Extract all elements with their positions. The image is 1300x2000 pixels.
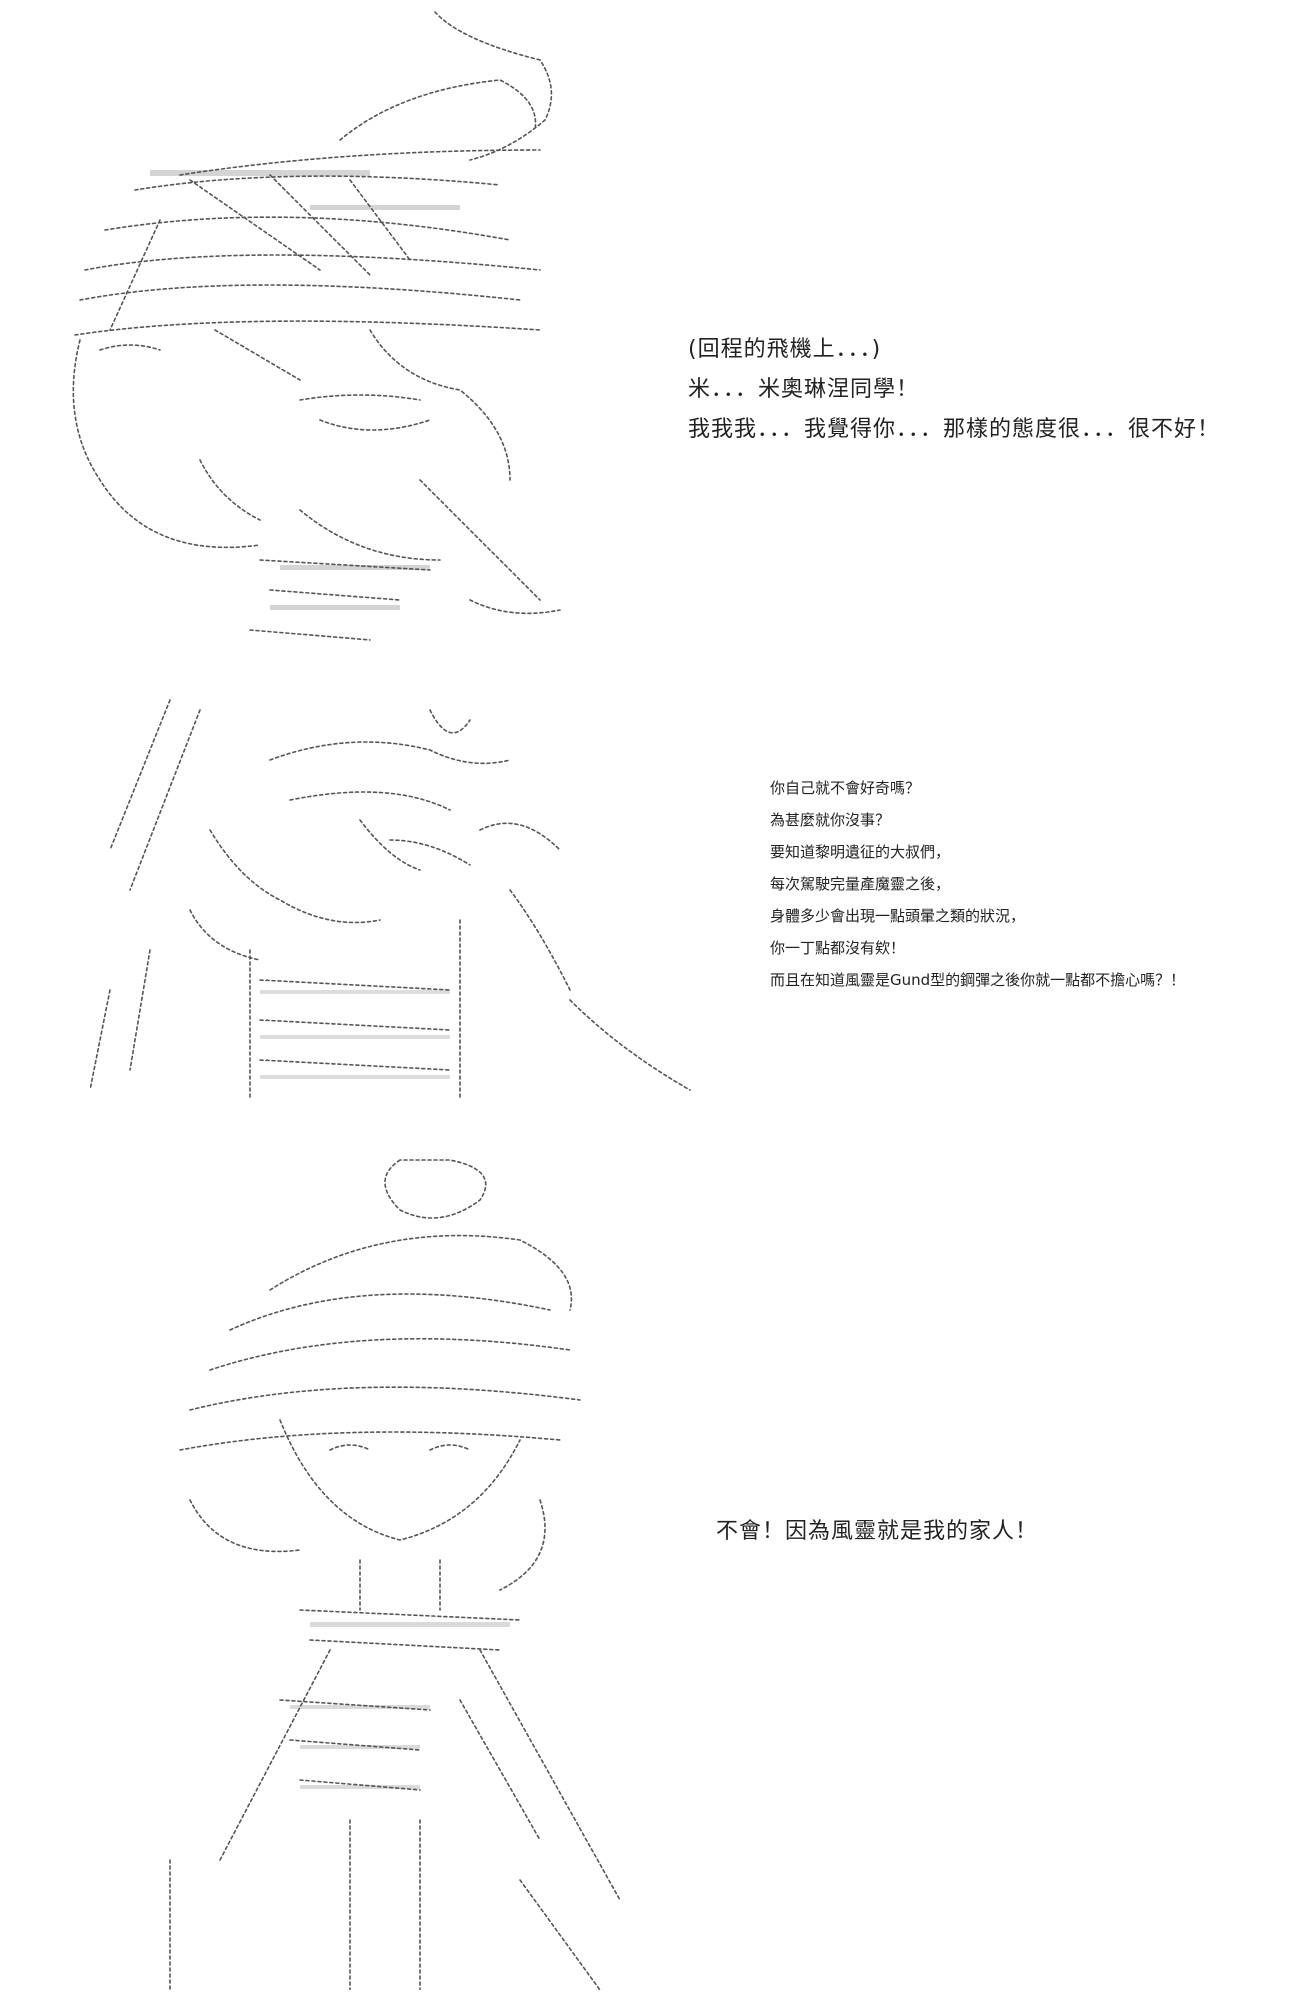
dialogue-box-3: 不會！因為風靈就是我的家人！ <box>716 1512 1276 1552</box>
dialogue-box-1: (回程的飛機上．．．) 米．．．米奧琳涅同學！ 我我我．．．我覺得你．．．那樣的… <box>688 330 1268 450</box>
character-profile-art <box>90 690 710 1100</box>
dialogue-line: 你自己就不會好奇嗎？ <box>770 779 921 797</box>
dialogue-box-2: 你自己就不會好奇嗎？ 為甚麼就你沒事？ 要知道黎明遺征的大叔們， 每次駕駛完量產… <box>770 772 1290 996</box>
dialogue-line: 我我我．．．我覺得你．．．那樣的態度很．．．很不好！ <box>688 417 1221 442</box>
dialogue-line: 米．．．米奧琳涅同學！ <box>688 377 920 402</box>
character-face-closeup-art <box>40 0 600 660</box>
character-profile-illustration <box>90 699 691 1100</box>
character-face-closeup-illustration <box>72 11 561 641</box>
character-full-body-illustration <box>169 1159 621 1990</box>
dialogue-line: 每次駕駛完量產魔靈之後， <box>770 875 951 893</box>
panel-1: (回程的飛機上．．．) 米．．．米奧琳涅同學！ 我我我．．．我覺得你．．．那樣的… <box>0 0 1300 690</box>
dialogue-line: 不會！因為風靈就是我的家人！ <box>716 1519 1039 1544</box>
panel-2: 你自己就不會好奇嗎？ 為甚麼就你沒事？ 要知道黎明遺征的大叔們， 每次駕駛完量產… <box>0 690 1300 1110</box>
dialogue-line: 你一丁點都沒有欸！ <box>770 939 906 957</box>
dialogue-line: 身體多少會出現一點頭暈之類的狀況， <box>770 907 1026 925</box>
character-full-body-art <box>100 1140 700 1990</box>
dialogue-line: (回程的飛機上．．．) <box>688 337 882 362</box>
panel-3: 不會！因為風靈就是我的家人！ <box>0 1110 1300 2000</box>
dialogue-line: 而且在知道風靈是Gund型的鋼彈之後你就一點都不擔心嗎？！ <box>770 971 1186 989</box>
dialogue-line: 為甚麼就你沒事？ <box>770 811 891 829</box>
dialogue-line: 要知道黎明遺征的大叔們， <box>770 843 951 861</box>
